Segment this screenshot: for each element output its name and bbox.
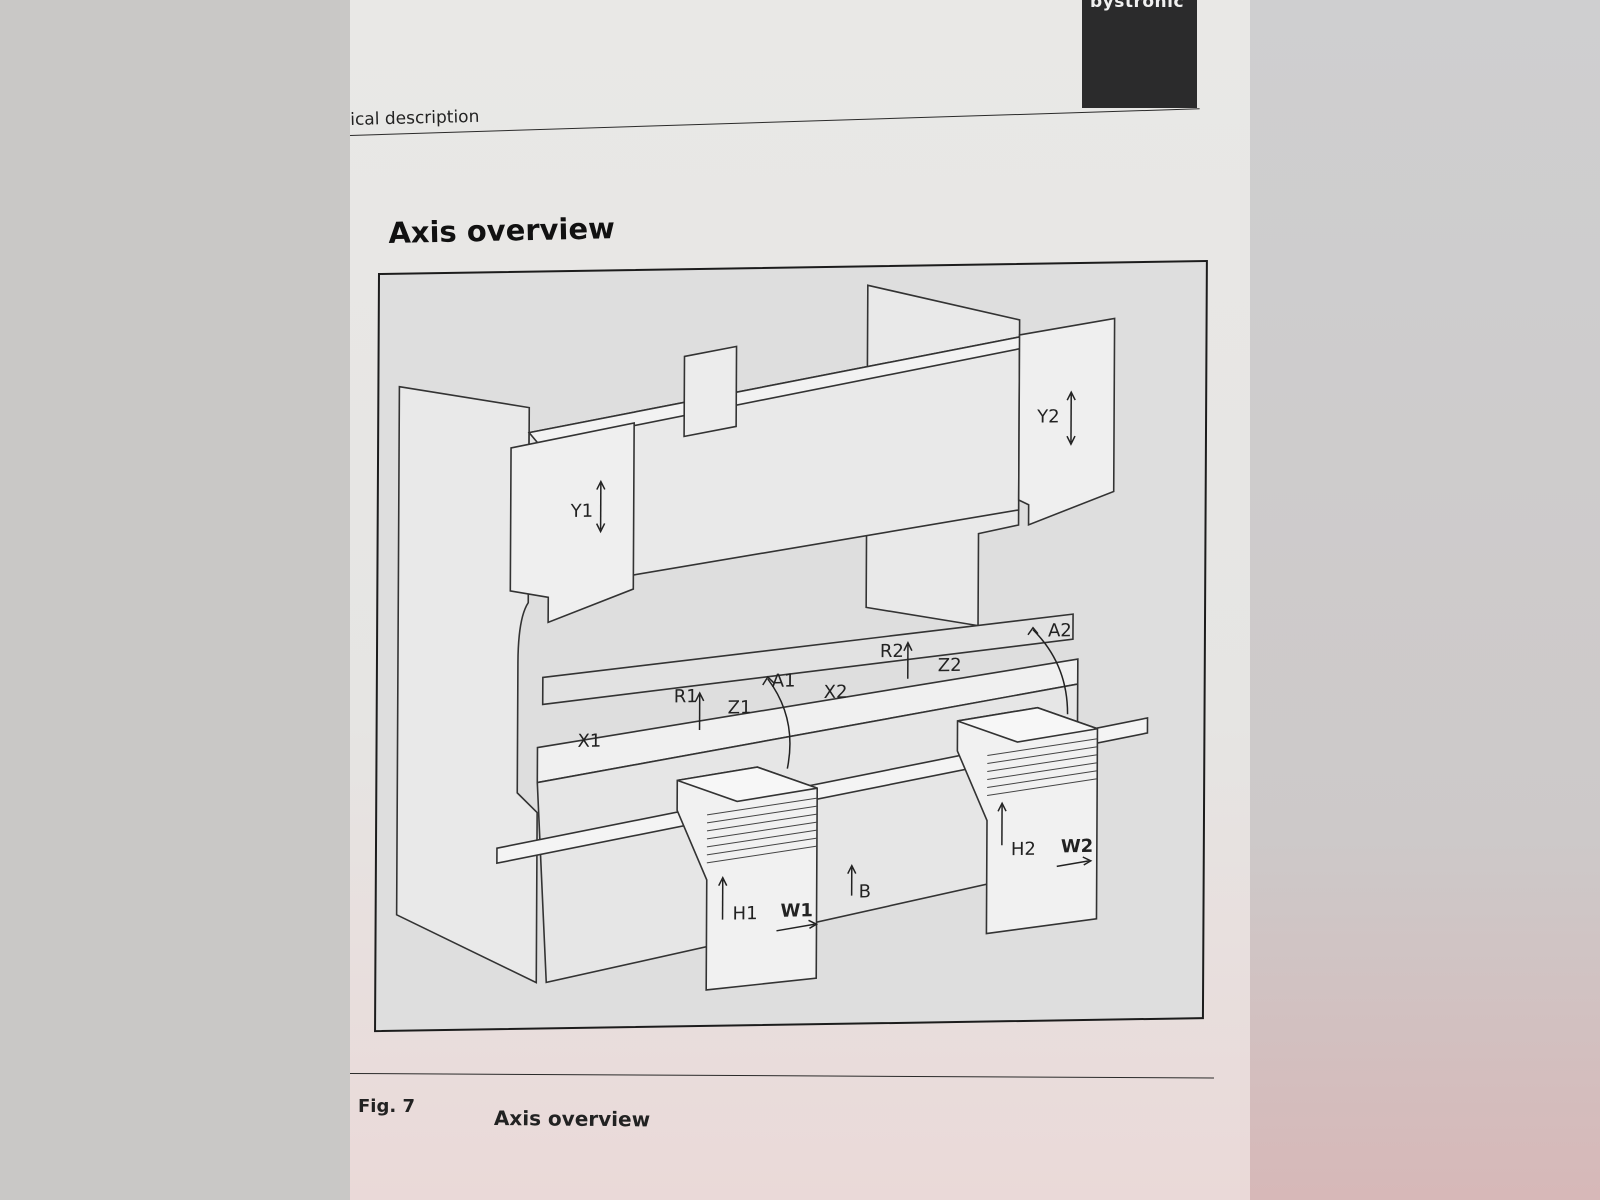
figure-caption: Axis overview bbox=[493, 1106, 651, 1132]
figure-number: Fig. 7 bbox=[358, 1096, 415, 1117]
press-brake-drawing: Y1 Y2 X1 X2 R1 R2 Z1 Z2 A1 A2 H1 H2 W1 W… bbox=[395, 284, 1149, 991]
axis-label-w1: W1 bbox=[781, 900, 813, 922]
axis-label-z1: Z1 bbox=[728, 697, 752, 718]
axis-label-a1: A1 bbox=[772, 670, 796, 691]
background-surface bbox=[1250, 0, 1600, 1200]
axis-label-h2: H2 bbox=[1011, 839, 1036, 860]
axis-label-y2: Y2 bbox=[1036, 406, 1060, 427]
left-support-top bbox=[677, 766, 818, 803]
axis-label-z2: Z2 bbox=[938, 655, 962, 676]
axis-label-a2: A2 bbox=[1048, 620, 1072, 641]
right-support-top bbox=[957, 706, 1098, 743]
axis-label-x2: X2 bbox=[824, 682, 848, 703]
axis-overview-figure: Y1 Y2 X1 X2 R1 R2 Z1 Z2 A1 A2 H1 H2 W1 W… bbox=[374, 259, 1208, 1033]
axis-label-b: B bbox=[859, 881, 871, 902]
y1-cylinder-cover bbox=[509, 422, 635, 624]
y2-cylinder-cover bbox=[1017, 317, 1116, 526]
beam-logo-plate bbox=[683, 345, 738, 438]
section-title: Axis overview bbox=[388, 211, 616, 250]
brand-logo-box: bystronic bbox=[1082, 0, 1197, 108]
axis-label-w2: W2 bbox=[1061, 836, 1093, 858]
axis-label-r2: R2 bbox=[880, 641, 904, 662]
axis-label-y1: Y1 bbox=[570, 501, 594, 522]
upper-tool-strip bbox=[541, 613, 1074, 706]
axis-label-h1: H1 bbox=[733, 903, 758, 924]
axis-label-x1: X1 bbox=[577, 731, 601, 752]
axis-label-r1: R1 bbox=[674, 686, 698, 707]
running-header: ical description bbox=[350, 106, 480, 130]
brand-logo-text: bystronic bbox=[1090, 0, 1185, 12]
